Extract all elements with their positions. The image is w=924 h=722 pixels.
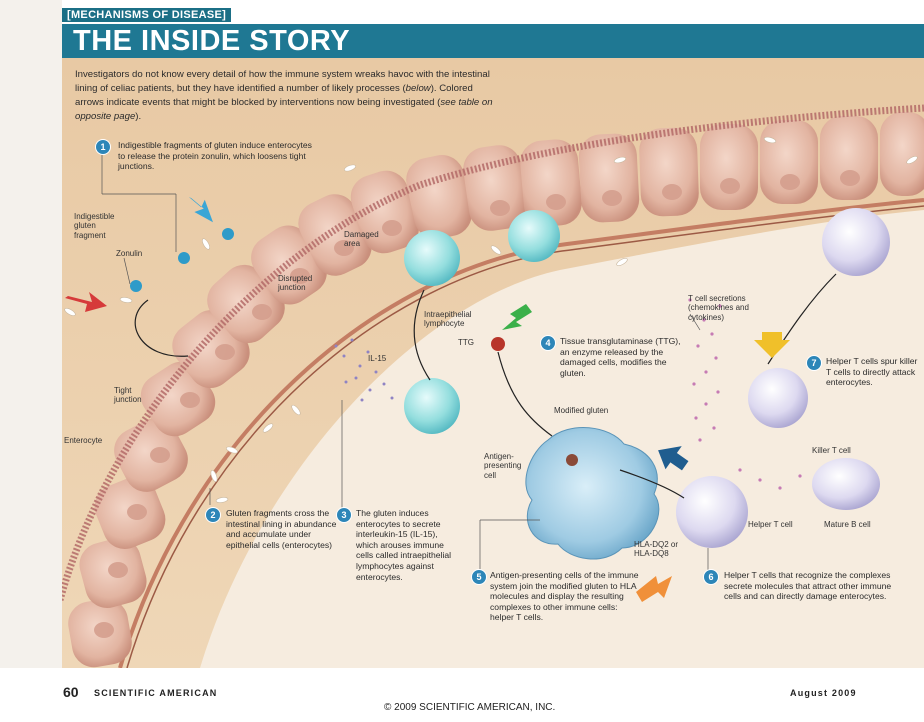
zonulin-molecule <box>222 228 234 240</box>
killer-t-cell-activated <box>822 208 890 276</box>
step-4-badge: 4 <box>540 335 556 351</box>
label-killer-t-cell: Killer T cell <box>812 446 851 455</box>
label-tight-junction: Tight junction <box>114 386 154 405</box>
label-damaged-area: Damaged area <box>344 230 384 249</box>
label-zonulin: Zonulin <box>116 249 142 258</box>
step-2-badge: 2 <box>205 507 221 523</box>
label-enterocyte: Enterocyte <box>64 436 102 445</box>
page-number: 60 <box>63 684 79 700</box>
intro-paragraph: Investigators do not know every detail o… <box>75 68 495 124</box>
zonulin-molecule <box>130 280 142 292</box>
step-7-badge: 7 <box>806 355 822 371</box>
label-hla: HLA-DQ2 or HLA-DQ8 <box>634 540 690 559</box>
label-mature-b-cell: Mature B cell <box>824 520 871 529</box>
helper-t-cell <box>676 476 748 548</box>
intro-below: below <box>406 83 431 94</box>
intraepithelial-lymphocyte-cell <box>404 230 460 286</box>
step-5-badge: 5 <box>471 569 487 585</box>
label-indigestible-gluten: Indigestible gluten fragment <box>74 212 126 240</box>
step-3-text: The gluten induces enterocytes to secret… <box>356 508 460 582</box>
step-1-text: Indigestible fragments of gluten induce … <box>118 140 318 172</box>
intraepithelial-lymphocyte-cell <box>404 378 460 434</box>
label-t-cell-secretions-title: T cell secretions <box>688 294 746 303</box>
left-margin <box>0 0 62 668</box>
mature-b-cell <box>812 458 880 510</box>
step-6-badge: 6 <box>703 569 719 585</box>
label-modified-gluten: Modified gluten <box>554 406 608 415</box>
step-6-text: Helper T cells that recognize the comple… <box>724 570 894 602</box>
label-antigen-presenting-cell: Antigen-presenting cell <box>484 452 528 480</box>
copyright: © 2009 SCIENTIFIC AMERICAN, INC. <box>384 702 555 713</box>
label-il15: IL-15 <box>368 354 386 363</box>
label-disrupted-junction: Disrupted junction <box>278 274 330 293</box>
step-5-text: Antigen-presenting cells of the immune s… <box>490 570 640 623</box>
issue-date: August 2009 <box>790 688 857 698</box>
section-tag: [MECHANISMS OF DISEASE] <box>62 8 231 22</box>
publication-name: SCIENTIFIC AMERICAN <box>94 688 217 698</box>
intraepithelial-lymphocyte-cell <box>508 210 560 262</box>
killer-t-cell <box>748 368 808 428</box>
label-t-cell-secretions-sub: (chemokines and cytokines) <box>688 303 749 321</box>
zonulin-molecule <box>178 252 190 264</box>
step-4-text: Tissue transglutaminase (TTG), an enzyme… <box>560 336 684 378</box>
ttg-molecule <box>491 337 505 351</box>
modified-gluten-molecule <box>566 454 578 466</box>
intro-text-end: ). <box>135 111 141 122</box>
step-1-badge: 1 <box>95 139 111 155</box>
step-7-text: Helper T cells spur killer T cells to di… <box>826 356 918 388</box>
step-3-badge: 3 <box>336 507 352 523</box>
step-2-text: Gluten fragments cross the intestinal li… <box>226 508 338 550</box>
page-title: THE INSIDE STORY <box>73 23 350 59</box>
label-t-cell-secretions: T cell secretions(chemokines and cytokin… <box>688 294 772 322</box>
label-intraepithelial-lymphocyte: Intraepithelial lymphocyte <box>424 310 484 329</box>
label-ttg: TTG <box>458 338 474 347</box>
label-helper-t-cell: Helper T cell <box>748 520 793 529</box>
